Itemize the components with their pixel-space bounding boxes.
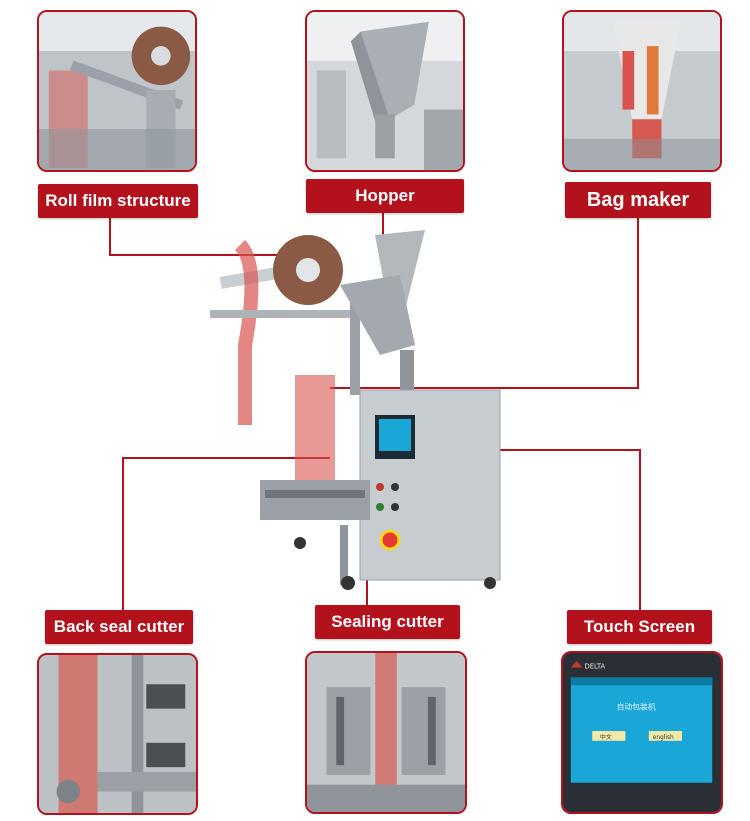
hopper-photo (305, 10, 465, 172)
hopper-label: Hopper (306, 179, 464, 213)
bag-maker-label: Bag maker (565, 182, 711, 218)
sealing-cutter-photo (305, 651, 467, 814)
packing-machine-image (200, 225, 520, 595)
touch-screen-button-left[interactable]: 中文 (600, 733, 612, 741)
touch-screen-label: Touch Screen (567, 610, 712, 644)
sealing-cutter-label: Sealing cutter (315, 605, 460, 639)
roll-film-structure-label: Roll film structure (38, 184, 198, 218)
touch-screen-photo: DELTA 自动包装机 中文 english (561, 651, 723, 814)
back-seal-cutter-photo (37, 653, 198, 815)
bag-maker-photo (562, 10, 722, 172)
touch-screen-brand: DELTA (584, 663, 605, 671)
touch-screen-title: 自动包装机 (617, 702, 656, 712)
roll-film-structure-photo (37, 10, 197, 172)
back-seal-cutter-label: Back seal cutter (45, 610, 193, 644)
touch-screen-button-right[interactable]: english (653, 735, 674, 741)
